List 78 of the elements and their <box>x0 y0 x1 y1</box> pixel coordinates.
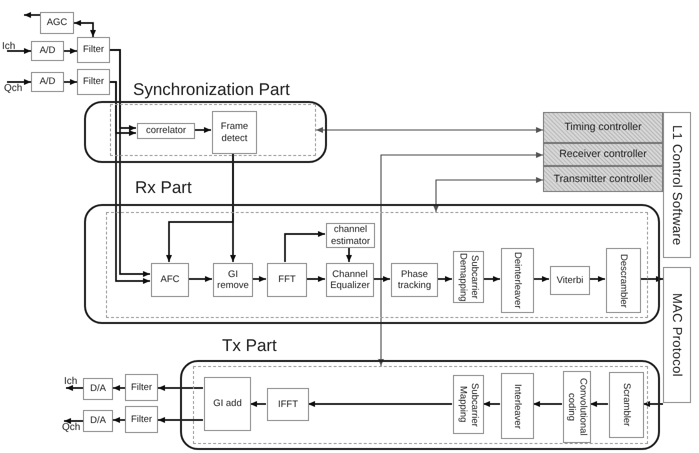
arrow <box>66 385 83 391</box>
arrow <box>252 276 266 282</box>
arrow <box>74 20 96 37</box>
process-box: Filter <box>77 69 110 95</box>
arrow <box>284 231 325 262</box>
process-box: Filter <box>125 374 158 401</box>
arrow <box>158 385 203 391</box>
layer-panel: L1 Control Software <box>663 112 691 258</box>
process-box: Convolutional coding <box>563 371 591 443</box>
arrow <box>64 79 77 85</box>
arrow <box>433 177 543 212</box>
process-box: Filter <box>77 37 110 63</box>
process-box: D/A <box>83 410 113 432</box>
arrow <box>24 12 40 18</box>
process-box: Subcarrier Demapping <box>453 251 484 303</box>
process-box: GI add <box>204 377 251 431</box>
process-box: AGC <box>40 12 74 34</box>
process-box: D/A <box>83 378 113 400</box>
layer-panel: MAC Protocol <box>663 267 691 403</box>
process-box: channel estimator <box>326 223 375 248</box>
arrow <box>306 276 325 282</box>
arrow <box>437 276 452 282</box>
arrow <box>533 401 562 407</box>
process-box: correlator <box>137 123 195 139</box>
arrow <box>194 127 211 133</box>
signal-label: Qch <box>4 82 26 95</box>
arrow <box>373 276 390 282</box>
arrow <box>483 276 500 282</box>
process-box: FFT <box>267 263 307 297</box>
part-title: Rx Part <box>135 178 192 198</box>
controller-block: Timing controller <box>543 112 663 143</box>
arrow <box>308 401 452 407</box>
arrow <box>640 276 663 282</box>
arrow <box>113 417 125 423</box>
arrow <box>7 48 31 54</box>
process-box: Deinterleaver <box>501 248 534 313</box>
arrow <box>158 417 203 423</box>
arrow <box>113 385 125 391</box>
process-box: Frame detect <box>212 111 257 154</box>
signal-label: Ich <box>64 375 82 388</box>
part-title: Synchronization Part <box>133 80 290 100</box>
arrow <box>166 153 234 262</box>
process-box: IFFT <box>267 388 309 421</box>
arrow <box>346 247 352 262</box>
process-box: AFC <box>151 263 189 297</box>
arrow <box>250 401 266 407</box>
process-box: Phase tracking <box>391 263 438 297</box>
arrow <box>188 276 212 282</box>
arrow <box>64 418 83 424</box>
process-box: A/D <box>31 41 64 61</box>
process-box: Filter <box>125 406 158 433</box>
process-box: GI remove <box>213 263 253 297</box>
arrow <box>64 48 77 54</box>
signal-label: Qch <box>62 421 84 434</box>
dashed-region <box>106 212 648 318</box>
arrow <box>110 81 150 284</box>
arrow <box>483 401 500 407</box>
arrow <box>378 152 543 366</box>
signal-label: Ich <box>2 42 15 51</box>
process-box: Subcarrier Mapping <box>453 375 484 434</box>
dashed-region <box>193 366 648 444</box>
process-box: Interleaver <box>501 373 534 439</box>
arrow <box>643 401 663 407</box>
arrow <box>316 127 543 133</box>
part-title: Tx Part <box>222 336 277 356</box>
process-box: A/D <box>31 72 64 92</box>
arrow <box>110 49 150 277</box>
arrow <box>7 79 31 85</box>
process-box: Descrambler <box>606 248 641 313</box>
arrow <box>533 276 549 282</box>
process-box: Channel Equalizer <box>326 263 374 297</box>
arrow <box>590 401 608 407</box>
process-box: Viterbi <box>550 266 590 295</box>
arrow <box>589 276 605 282</box>
controller-block: Transmitter controller <box>543 166 663 192</box>
process-box: Scrambler <box>609 372 644 438</box>
dashed-region <box>110 104 316 156</box>
controller-block: Receiver controller <box>543 143 663 166</box>
